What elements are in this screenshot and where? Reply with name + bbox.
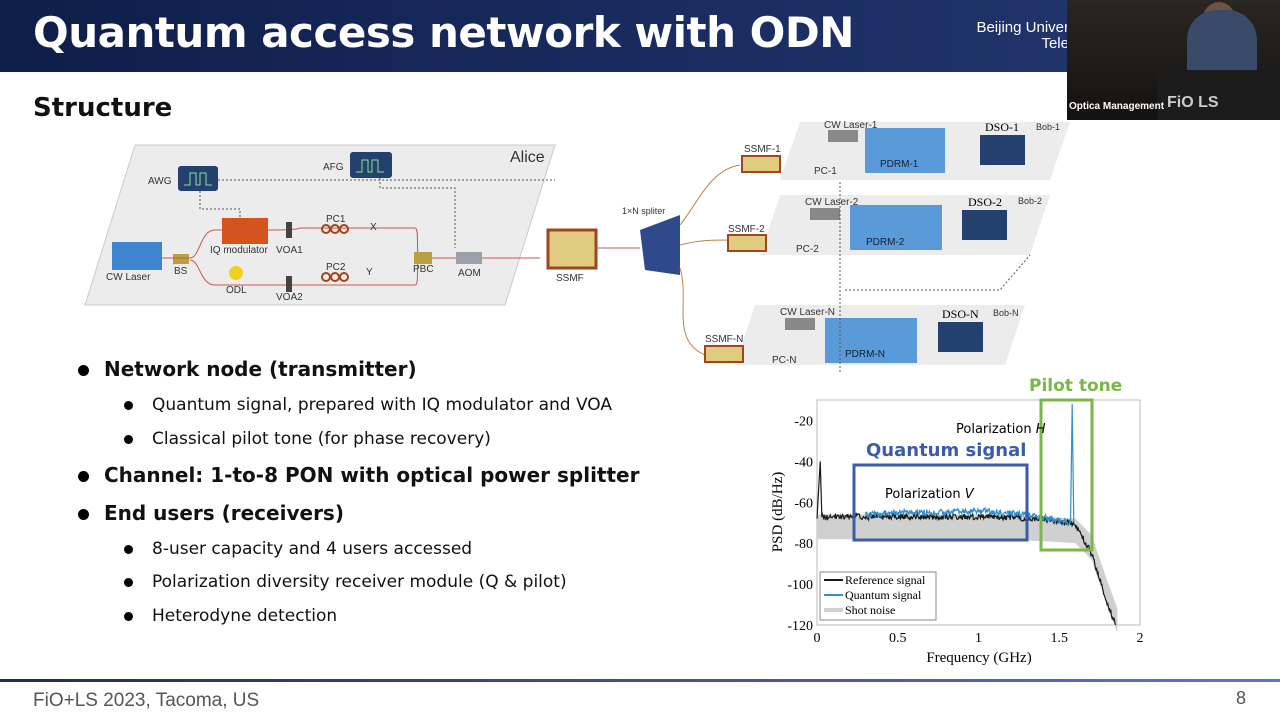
odl-label: ODL	[226, 285, 247, 296]
bob-1-panel: CW Laser-1 PDRM-1 DSO-1 Bob-1 SSMF-1PC-1	[742, 120, 1070, 180]
footer-divider	[0, 679, 1280, 682]
bullet-icon	[124, 578, 133, 587]
ssmf-spool-icon	[548, 230, 596, 268]
ssmf-label: SSMF	[556, 273, 584, 284]
afg-icon	[350, 152, 392, 178]
pilot-annotation: Pilot tone	[1029, 376, 1122, 396]
svg-text:PC-1: PC-1	[814, 166, 837, 177]
svg-text:PDRM-2: PDRM-2	[866, 237, 905, 248]
iq-label: IQ modulator	[210, 245, 268, 256]
svg-text:CW Laser-N: CW Laser-N	[780, 307, 835, 318]
svg-text:DSO-2: DSO-2	[968, 195, 1002, 209]
bullet-icon	[124, 401, 133, 410]
svg-text:SSMF-2: SSMF-2	[728, 224, 765, 235]
pc1-label: PC1	[326, 214, 346, 225]
bob-n-panel: CW Laser-N PDRM-N DSO-N Bob-N SSMF-N PC-N	[705, 305, 1025, 366]
y-tick-label: -80	[794, 537, 813, 552]
legend-shot: Shot noise	[845, 603, 895, 617]
bob-2-panel: CW Laser-2 PDRM-2 DSO-2 Bob-2 SSMF-2PC-2	[728, 195, 1050, 255]
x-tick-label: 0	[814, 631, 821, 646]
splitter-icon	[640, 215, 680, 275]
slide-title: Quantum access network with ODN	[33, 8, 854, 57]
footer-text: FiO+LS 2023, Tacoma, US	[33, 690, 259, 712]
svg-text:Bob-2: Bob-2	[1018, 196, 1042, 206]
aom-icon	[456, 252, 482, 264]
bullet-icon	[124, 545, 133, 554]
institution-line: Tele	[969, 36, 1069, 52]
institution-name: Beijing UniverTele	[969, 20, 1069, 52]
legend-quantum: Quantum signal	[845, 588, 922, 602]
x-axis-label: Frequency (GHz)	[926, 650, 1031, 666]
odl-icon	[229, 266, 243, 280]
x-label: X	[370, 222, 377, 233]
svg-text:Bob-N: Bob-N	[993, 308, 1019, 318]
sub-bullet: 8-user capacity and 4 users accessed	[152, 539, 472, 559]
alice-panel	[85, 145, 555, 305]
splitter-label: 1×N spliter	[622, 206, 665, 216]
bullet-icon	[78, 509, 89, 520]
svg-text:SSMF-1: SSMF-1	[744, 144, 781, 155]
bs-icon	[173, 254, 189, 264]
bullet-icon	[124, 612, 133, 621]
bullet: Network node (transmitter)	[104, 357, 417, 381]
y-tick-label: -60	[794, 496, 813, 511]
bullet: End users (receivers)	[104, 501, 344, 525]
sub-bullet: Polarization diversity receiver module (…	[152, 572, 567, 592]
bullet-icon	[78, 365, 89, 376]
aom-label: AOM	[458, 268, 481, 279]
pbc-icon	[414, 252, 432, 264]
y-axis-label: PSD (dB/Hz)	[770, 472, 786, 552]
svg-text:PC-2: PC-2	[796, 244, 819, 255]
y-tick-label: -100	[787, 578, 813, 593]
legend-reference: Reference signal	[845, 573, 926, 587]
voa2-label: VOA2	[276, 292, 303, 303]
y-tick-label: -40	[794, 455, 813, 470]
afg-label: AFG	[323, 162, 344, 173]
sub-bullet: Classical pilot tone (for phase recovery…	[152, 429, 491, 449]
svg-text:PC-N: PC-N	[772, 355, 796, 366]
bullet-icon	[124, 435, 133, 444]
y-tick-label: -20	[794, 414, 813, 429]
webcam-caption: Optica Management	[1069, 101, 1164, 112]
page-number: 8	[1236, 688, 1246, 709]
pbc-label: PBC	[413, 264, 434, 275]
y-label: Y	[366, 267, 373, 278]
pc2-label: PC2	[326, 262, 346, 273]
x-tick-label: 2	[1137, 631, 1144, 646]
svg-text:SSMF-N: SSMF-N	[705, 334, 743, 345]
network-diagram: Alice AWG AFG IQ modulator CW Laser BS O…	[80, 112, 1070, 372]
awg-label: AWG	[148, 176, 172, 187]
psd-chart: 0 0.5 1 1.5 2 -20 -40 -60 -80 -100 -120 Frequency …	[760, 370, 1160, 670]
y-tick-label: -120	[787, 619, 813, 634]
voa1-label: VOA1	[276, 245, 303, 256]
voa2-icon	[286, 276, 292, 292]
svg-text:DSO-1: DSO-1	[985, 120, 1019, 134]
cw-laser-icon	[112, 242, 162, 270]
awg-icon	[178, 166, 218, 191]
x-tick-label: 0.5	[889, 631, 907, 646]
quantum-annotation: Quantum signal	[866, 440, 1026, 461]
bs-label: BS	[174, 266, 188, 277]
legend: Reference signal Quantum signal Shot noi…	[820, 572, 936, 620]
svg-text:Bob-1: Bob-1	[1036, 122, 1060, 132]
x-tick-label: 1	[975, 631, 982, 646]
polarization-v-label: Polarization V	[885, 487, 975, 502]
voa1-icon	[286, 222, 292, 238]
bullet: Channel: 1-to-8 PON with optical power s…	[104, 463, 639, 487]
bullet-icon	[78, 471, 89, 482]
polarization-h-label: Polarization H	[956, 422, 1046, 437]
webcam-logo: FiO LS	[1167, 94, 1219, 112]
webcam-overlay: FiO LS Optica Management	[1067, 0, 1280, 120]
x-tick-label: 1.5	[1051, 631, 1069, 646]
iq-modulator-icon	[222, 218, 268, 244]
sub-bullet: Quantum signal, prepared with IQ modulat…	[152, 395, 612, 415]
institution-line: Beijing Univer	[969, 20, 1069, 36]
sub-bullet: Heterodyne detection	[152, 606, 337, 626]
svg-text:PDRM-N: PDRM-N	[845, 349, 885, 360]
cw-laser-label: CW Laser	[106, 272, 151, 283]
alice-label: Alice	[510, 149, 545, 166]
svg-text:PDRM-1: PDRM-1	[880, 159, 919, 170]
svg-text:DSO-N: DSO-N	[942, 307, 979, 321]
